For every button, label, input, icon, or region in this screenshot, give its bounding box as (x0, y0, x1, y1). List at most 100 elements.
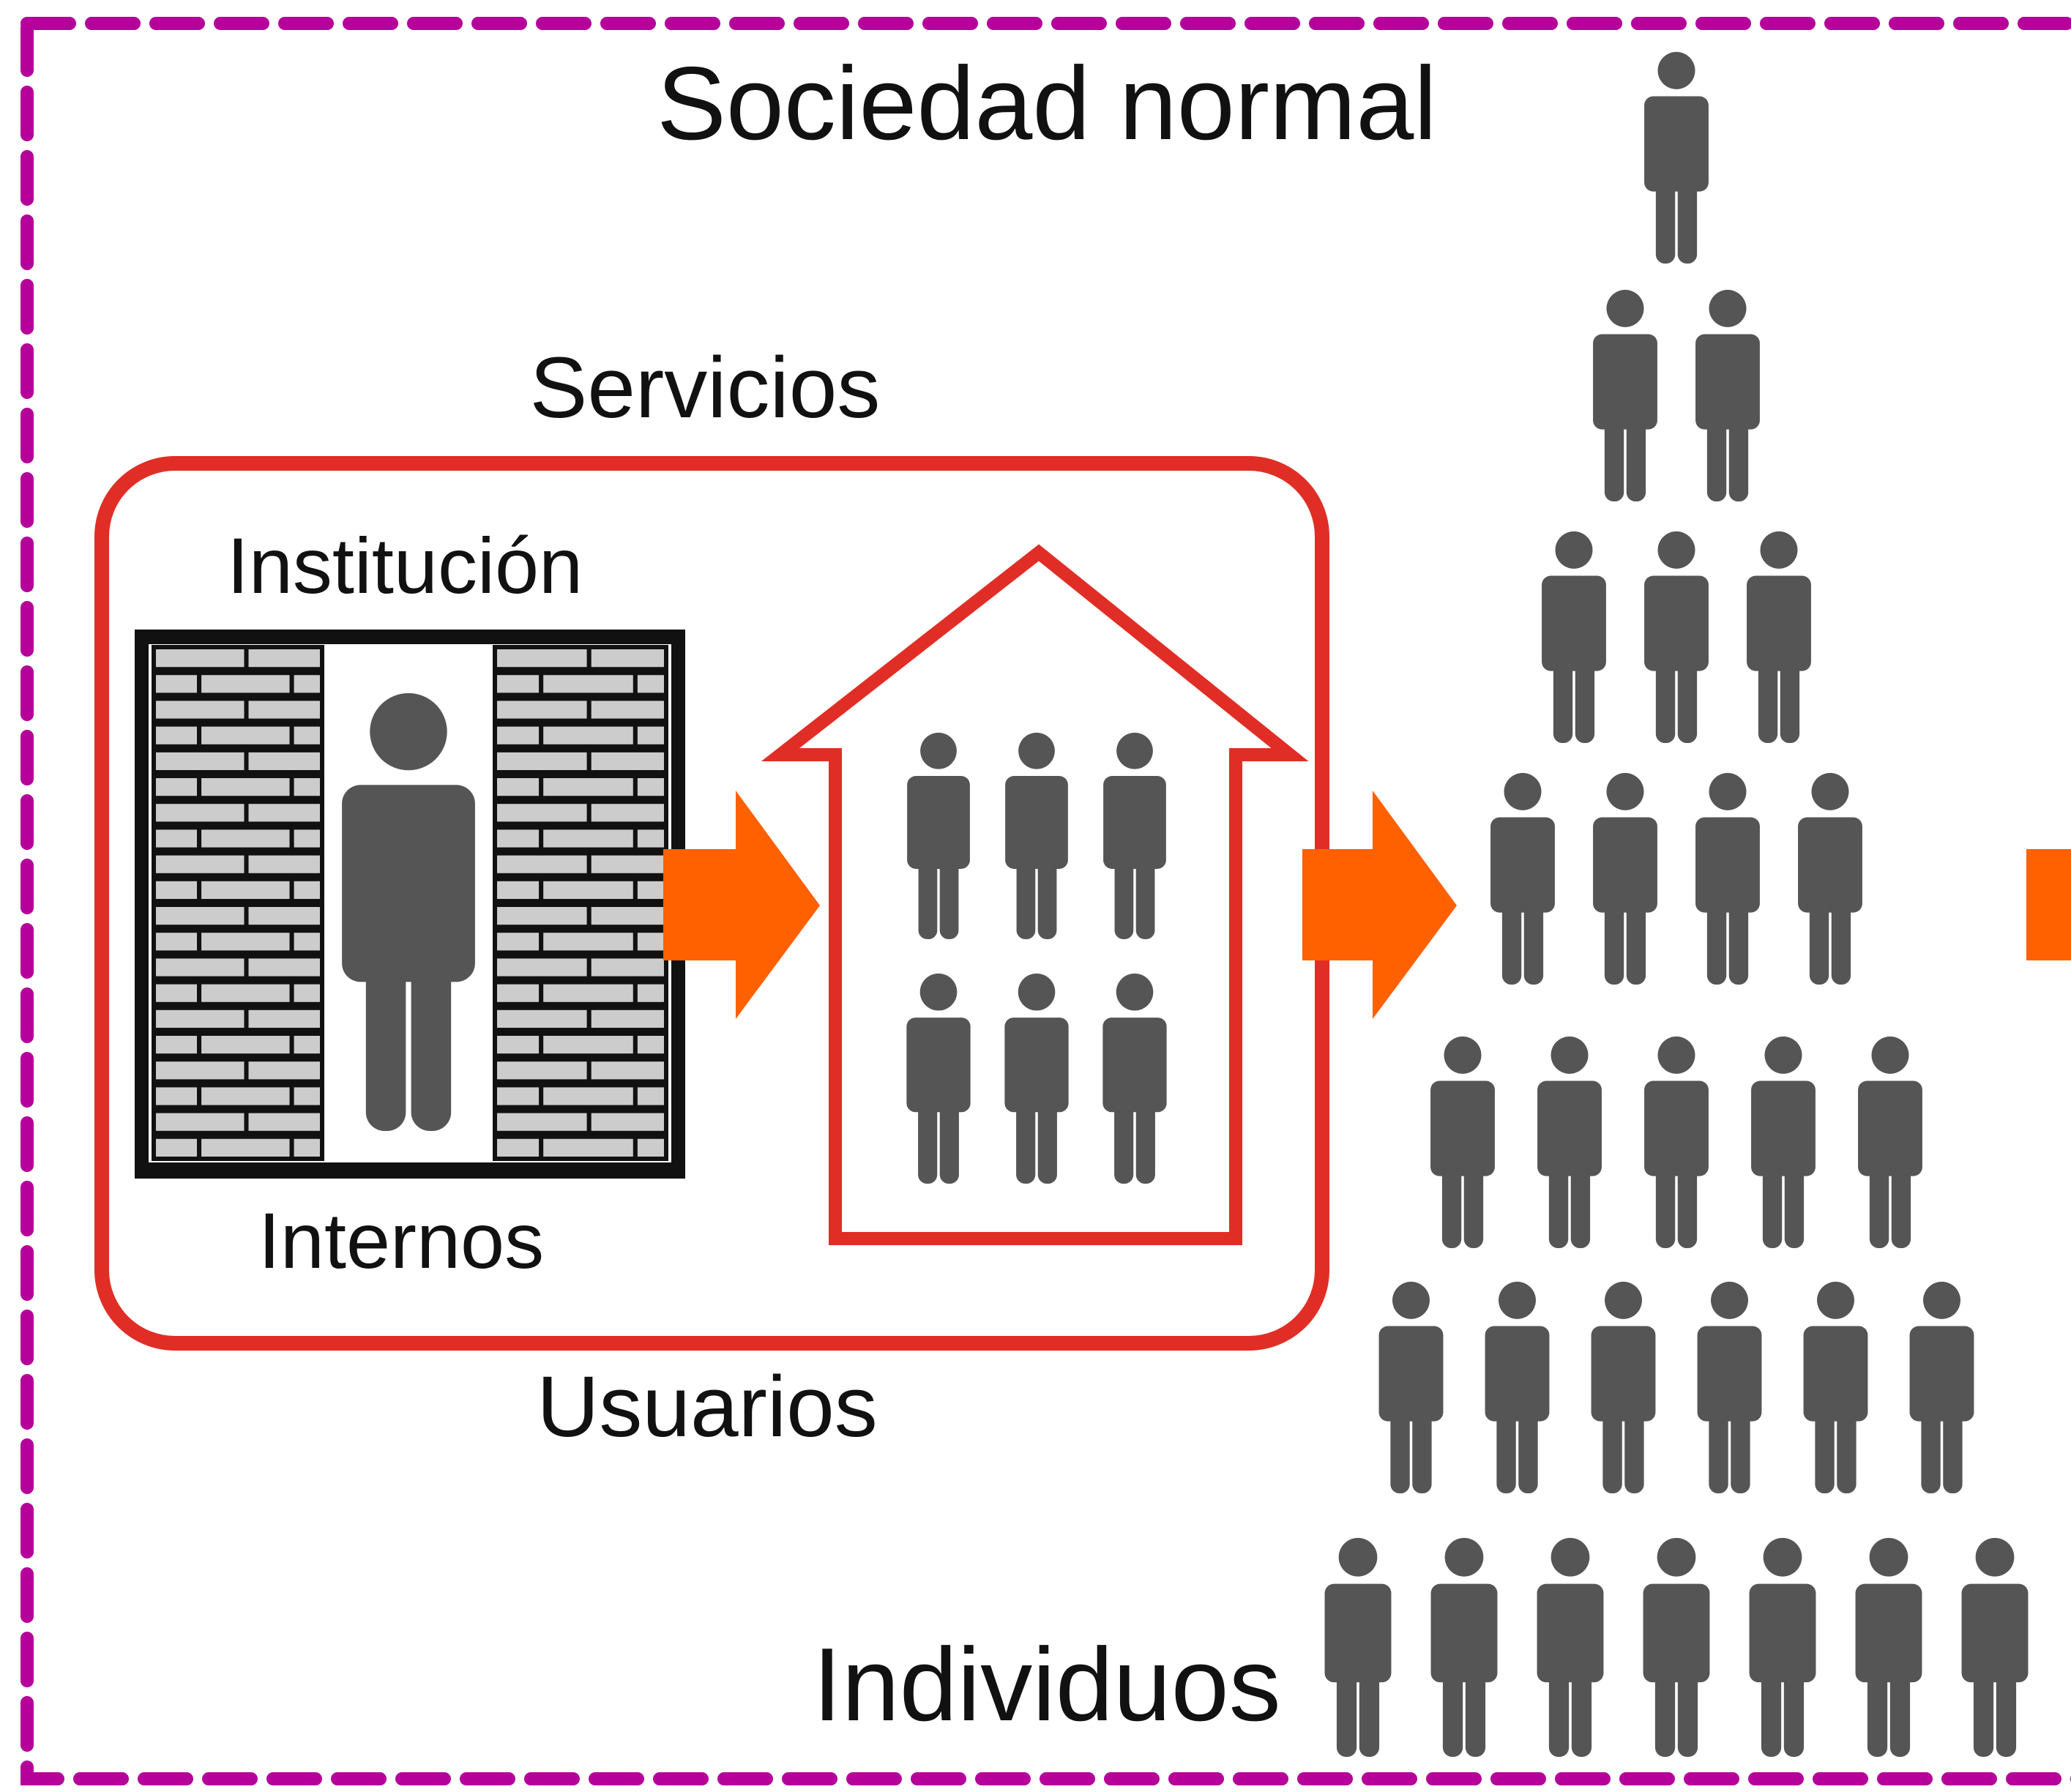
brick (152, 954, 249, 981)
brick (289, 671, 325, 698)
brick (289, 774, 325, 801)
brick (197, 671, 294, 698)
brick (633, 774, 669, 801)
brick (152, 1134, 202, 1162)
users-label: Usuarios (537, 1359, 878, 1455)
brick (493, 671, 544, 698)
brick (493, 1057, 592, 1084)
person-icon (1749, 1537, 1816, 1757)
brick (539, 876, 638, 904)
brick (152, 928, 202, 955)
brick (289, 722, 325, 749)
brick (244, 1057, 324, 1084)
brick (152, 799, 249, 826)
brick (493, 876, 544, 904)
person-icon (1644, 51, 1709, 264)
person-icon (1537, 1537, 1604, 1757)
brick (493, 774, 544, 801)
person-icon (1485, 1281, 1550, 1493)
person-icon (1644, 531, 1709, 743)
brick (244, 645, 324, 672)
person-icon (1593, 772, 1657, 985)
brick (586, 645, 669, 672)
person-icon (1593, 289, 1657, 501)
brick (586, 1057, 669, 1084)
brick (493, 1134, 544, 1162)
brick (152, 825, 202, 852)
brick (244, 799, 324, 826)
brick (493, 799, 592, 826)
brick (152, 645, 249, 672)
brick (586, 747, 669, 775)
inmates-label: Internos (258, 1196, 544, 1285)
brick (633, 825, 669, 852)
brick (633, 876, 669, 904)
brick (493, 825, 544, 852)
person-icon (1004, 973, 1069, 1184)
person-icon (1695, 289, 1760, 501)
person-icon (1643, 1537, 1710, 1757)
brick (493, 1083, 544, 1110)
person-icon (906, 973, 971, 1184)
services-label: Servicios (530, 340, 881, 436)
brick (152, 774, 202, 801)
brick (244, 903, 324, 930)
brick (152, 747, 249, 775)
brick (539, 825, 638, 852)
brick (244, 954, 324, 981)
person-icon (1644, 1036, 1709, 1248)
brick (244, 1005, 324, 1033)
person-icon (1005, 732, 1068, 939)
person-icon (1961, 1537, 2029, 1757)
brick (152, 1005, 249, 1033)
person-icon (1798, 772, 1862, 985)
brick (493, 1031, 544, 1059)
brick (493, 954, 592, 981)
brick (586, 954, 669, 981)
brick (586, 1108, 669, 1135)
brick (289, 1134, 325, 1162)
brick (586, 696, 669, 723)
brick (152, 1083, 202, 1110)
brick (289, 1083, 325, 1110)
person-icon (1858, 1036, 1922, 1248)
brick (493, 1108, 592, 1135)
person-icon (1102, 973, 1167, 1184)
brick (633, 979, 669, 1007)
brick (539, 774, 638, 801)
brick (633, 1083, 669, 1110)
brick (197, 825, 294, 852)
brick (152, 1057, 249, 1084)
brick (197, 928, 294, 955)
brick (152, 903, 249, 930)
brick-wall-icon (135, 630, 685, 1179)
brick (289, 825, 325, 852)
brick (493, 979, 544, 1007)
brick (539, 722, 638, 749)
person-icon (1695, 772, 1760, 985)
brick (244, 1108, 324, 1135)
brick (493, 722, 544, 749)
brick (152, 722, 202, 749)
person-icon (1378, 1281, 1444, 1493)
person-icon (1324, 1537, 1392, 1757)
brick (197, 722, 294, 749)
brick (633, 1031, 669, 1059)
person-icon (1697, 1281, 1762, 1493)
brick (539, 1031, 638, 1059)
society-border (20, 17, 2071, 1785)
arrow-right-icon (663, 791, 820, 1019)
brick (152, 1031, 202, 1059)
brick (493, 928, 544, 955)
brick (152, 876, 202, 904)
brick (197, 1083, 294, 1110)
brick (633, 671, 669, 698)
brick (633, 928, 669, 955)
brick (197, 1134, 294, 1162)
brick (197, 774, 294, 801)
brick (152, 1108, 249, 1135)
person-icon (1542, 531, 1606, 743)
person-icon (1747, 531, 1811, 743)
brick (152, 696, 249, 723)
